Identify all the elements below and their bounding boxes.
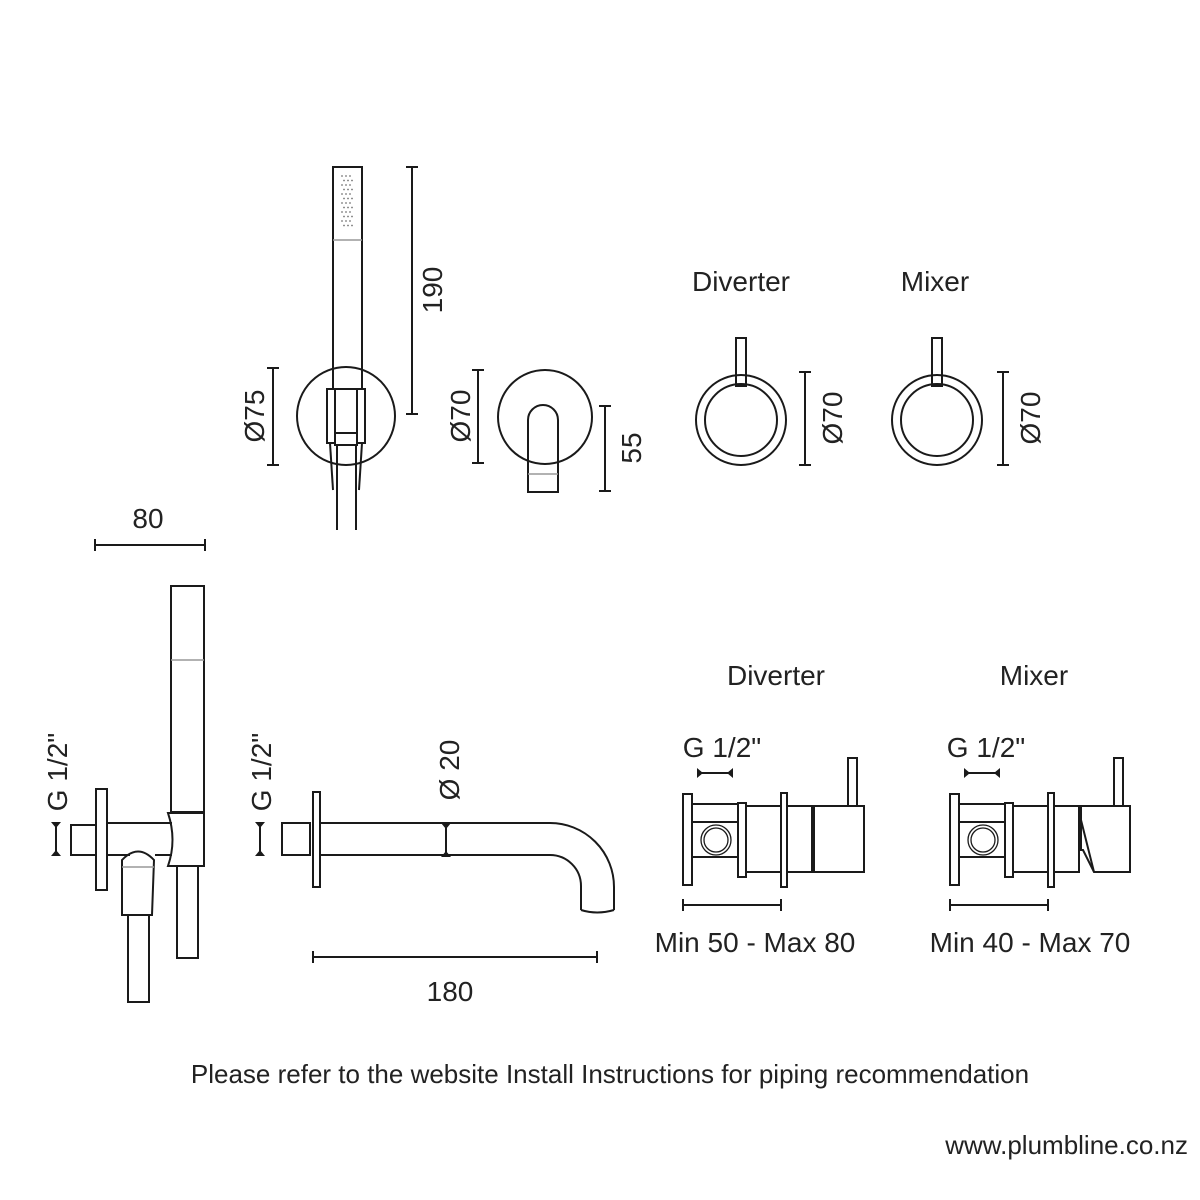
diverter-depth-range: Min 50 - Max 80 <box>655 927 856 958</box>
diverter-front-label: Diverter <box>692 266 790 297</box>
spray-dot <box>341 220 343 222</box>
dimension-label: 55 <box>616 432 647 463</box>
spray-dot <box>349 220 351 222</box>
dimension-diameter-70-spout: Ø70 <box>445 369 484 464</box>
dimension-label: Ø70 <box>1015 392 1046 445</box>
spray-dot <box>349 193 351 195</box>
dimension-label: Ø75 <box>239 390 270 443</box>
dimension-pipe-diameter-20: Ø 20 <box>434 740 465 857</box>
dimension-thread-diverter <box>697 768 733 778</box>
dimension-190: 190 <box>406 166 448 415</box>
spray-dot <box>347 224 349 227</box>
spray-dot <box>347 215 349 218</box>
spray-dot <box>341 193 343 195</box>
website-url[interactable]: www.plumbline.co.nz <box>944 1130 1188 1160</box>
spray-dot <box>347 179 349 182</box>
spray-dot <box>349 202 351 204</box>
diverter-front-view <box>695 337 787 466</box>
spray-dot <box>345 175 347 177</box>
diverter-side-label: Diverter <box>727 660 825 691</box>
spray-dot <box>347 188 349 191</box>
dimension-diameter-70-mixer: Ø70 <box>997 371 1046 466</box>
spray-dot <box>345 211 347 213</box>
spray-dot <box>351 206 353 209</box>
spray-dot <box>343 206 345 209</box>
spray-dot <box>341 175 343 177</box>
piping-note: Please refer to the website Install Inst… <box>191 1059 1029 1089</box>
spray-dot <box>343 179 345 182</box>
mixer-front-view <box>891 337 983 466</box>
dimension-label: 80 <box>132 503 163 534</box>
spray-nozzle-dots <box>341 175 353 227</box>
spray-dot <box>351 215 353 218</box>
dimension-label: Ø70 <box>817 392 848 445</box>
dimension-diameter-70-diverter: Ø70 <box>799 371 848 466</box>
spray-dot <box>351 197 353 200</box>
spray-dot <box>343 188 345 191</box>
mixer-side-label: Mixer <box>1000 660 1068 691</box>
spray-dot <box>345 202 347 204</box>
dimension-diameter-75: Ø75 <box>239 367 279 466</box>
diverter-thread-label: G 1/2" <box>683 732 761 763</box>
spray-dot <box>345 193 347 195</box>
mixer-depth-range: Min 40 - Max 70 <box>930 927 1131 958</box>
dimension-thread-spout: G 1/2" <box>246 733 277 856</box>
dimension-55: 55 <box>599 405 647 492</box>
dimension-depth-diverter <box>682 899 782 911</box>
dimension-label: Ø70 <box>445 390 476 443</box>
mixer-side-view <box>949 757 1131 888</box>
spray-dot <box>341 184 343 186</box>
spray-dot <box>349 211 351 213</box>
dimension-80: 80 <box>94 503 206 551</box>
mixer-front-label: Mixer <box>901 266 969 297</box>
dimension-depth-mixer <box>949 899 1049 911</box>
spray-dot <box>341 211 343 213</box>
spray-dot <box>349 184 351 186</box>
spray-dot <box>343 224 345 227</box>
handshower-front-view <box>296 166 396 530</box>
mixer-thread-label: G 1/2" <box>947 732 1025 763</box>
dimension-180: 180 <box>312 951 598 1007</box>
dimension-label: 180 <box>427 976 474 1007</box>
dimension-thread-mixer <box>964 768 1000 778</box>
handshower-side-view <box>70 585 205 1003</box>
spray-dot <box>351 188 353 191</box>
spray-dot <box>351 179 353 182</box>
spray-dot <box>351 224 353 227</box>
spray-dot <box>343 197 345 200</box>
dimension-label: G 1/2" <box>246 733 277 811</box>
spout-side-view <box>281 791 615 914</box>
dimension-thread-handshower: G 1/2" <box>42 733 73 856</box>
spray-dot <box>347 197 349 200</box>
dimension-label: G 1/2" <box>42 733 73 811</box>
spray-dot <box>349 175 351 177</box>
spray-dot <box>343 215 345 218</box>
dimension-label: 190 <box>417 267 448 314</box>
spray-dot <box>345 184 347 186</box>
spout-front-view <box>497 369 593 493</box>
spray-dot <box>347 206 349 209</box>
spray-dot <box>345 220 347 222</box>
dimension-label: Ø 20 <box>434 740 465 801</box>
spray-dot <box>341 202 343 204</box>
diverter-side-view <box>682 757 865 888</box>
